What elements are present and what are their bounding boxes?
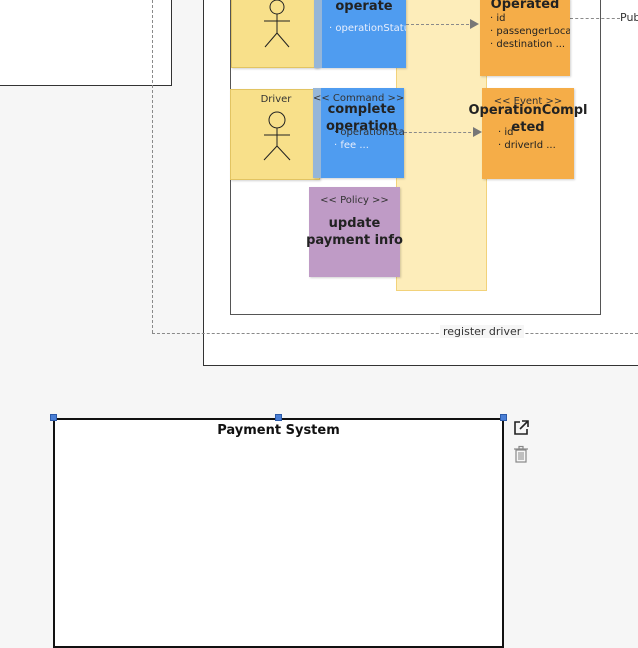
event-stereotype: << Event >>: [493, 96, 563, 107]
actor-figure-icon: [263, 111, 291, 161]
actor-sticker-driver[interactable]: Driver: [230, 89, 320, 180]
aggregate-sticker[interactable]: [396, 0, 487, 291]
event-attr-id: · id: [490, 13, 506, 24]
operate-to-operated-connector[interactable]: [406, 24, 474, 25]
event-sticker-operated[interactable]: Operated · id · passengerLocation · dest…: [480, 0, 570, 76]
command-attr-fee: · fee ...: [334, 140, 369, 151]
policy-stereotype: << Policy >>: [320, 195, 389, 206]
command-attr-status: · operationStatus: [334, 127, 404, 138]
resize-handle-top-left[interactable]: [50, 414, 57, 421]
command-sticker-bar: [314, 0, 322, 68]
policy-sticker-update-payment-info[interactable]: << Policy >> update payment info: [306, 187, 403, 277]
command-sticker-bar: [313, 88, 321, 178]
event-attr-location: · passengerLocation: [490, 26, 570, 37]
arrow-head-icon: [470, 19, 479, 29]
event-title: OperationCompleted: [468, 103, 588, 135]
bounded-context-left[interactable]: [0, 0, 172, 86]
resize-handle-top-right[interactable]: [500, 414, 507, 421]
command-stereotype: << Command >>: [313, 93, 404, 104]
bounded-context-payment-system[interactable]: Payment System: [53, 418, 504, 648]
publish-label: Pub: [620, 11, 638, 24]
register-driver-connector-vertical[interactable]: [152, 0, 153, 333]
command-title: complete operation: [325, 102, 398, 134]
policy-title: update payment info: [306, 216, 403, 248]
publish-connector[interactable]: [570, 18, 620, 19]
resize-handle-top-center[interactable]: [275, 414, 282, 421]
event-sticker-operation-completed[interactable]: << Event >> OperationCompleted · id · dr…: [469, 88, 588, 179]
register-driver-label[interactable]: register driver: [440, 325, 525, 338]
complete-to-completed-connector[interactable]: [404, 132, 476, 133]
event-attr-id: · id: [498, 127, 514, 138]
register-driver-connector-horizontal[interactable]: [152, 333, 638, 334]
command-sticker-operate[interactable]: operate · operationStatus: [314, 0, 406, 68]
actor-sticker-top[interactable]: [231, 0, 319, 68]
event-title: Operated: [490, 0, 560, 12]
actor-label: Driver: [260, 94, 292, 105]
actor-figure-icon: [264, 0, 290, 48]
bounded-context-title: Payment System: [217, 423, 340, 438]
command-attr: · operationStatus: [329, 23, 406, 34]
trash-icon[interactable]: [512, 445, 530, 463]
arrow-head-icon: [473, 127, 482, 137]
command-title: operate: [335, 0, 393, 14]
event-attr-destination: · destination ...: [490, 39, 566, 50]
event-attr-driverid: · driverId ...: [498, 140, 556, 151]
command-sticker-complete-operation[interactable]: << Command >> complete operation · opera…: [313, 88, 404, 178]
external-link-icon[interactable]: [512, 419, 530, 437]
